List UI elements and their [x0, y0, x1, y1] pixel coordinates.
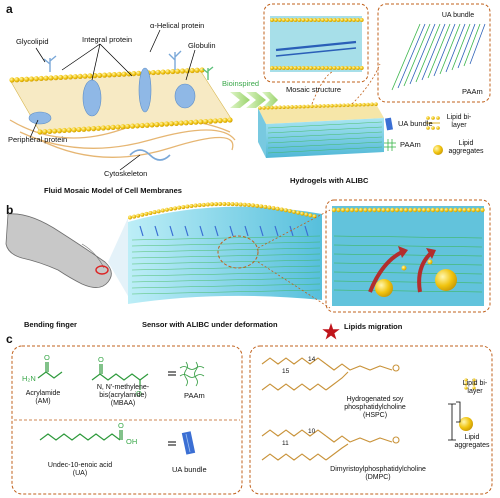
- hspc-line1: Hydrogenated soy: [346, 396, 404, 403]
- legend-ua-bundle: UA bundle: [398, 119, 433, 128]
- chem-mbaa-o2: O: [136, 389, 142, 398]
- lipids-migration-title: Lipids migration: [344, 322, 403, 331]
- label-acrylamide: Acrylamide(AM): [18, 390, 68, 406]
- label-cytoskeleton: Cytoskeleton: [104, 169, 148, 178]
- lipid-legend-icons: [448, 378, 476, 441]
- acrylamide-name: Acrylamide: [25, 390, 61, 397]
- label-mosaic-structure: Mosaic structure: [286, 85, 342, 94]
- label-lipid-aggregates-c: Lipid aggregates: [454, 434, 490, 449]
- lipid-migration-image: [331, 206, 485, 306]
- lipid-structures: [261, 357, 400, 461]
- sensor-title: Sensor with ALIBC under deformation: [142, 320, 278, 329]
- mosaic-structure-image: [270, 16, 364, 72]
- label-ua: Undec-10-enoic acid(UA): [30, 462, 130, 478]
- chem-ua-o: O: [118, 421, 124, 430]
- paam-icon: [179, 361, 205, 387]
- panel-a-label: a: [6, 2, 13, 16]
- ua-paam-network: [391, 23, 486, 91]
- mbaa-abbr: (MBAA): [110, 399, 136, 407]
- label-paam-c: PAAm: [184, 391, 205, 400]
- legend-lipid-bilayer: Lipid bi-layer: [446, 114, 472, 129]
- migration-zoom-box: [325, 199, 491, 313]
- label-ua-bundle-callout: UA bundle: [441, 12, 475, 19]
- ua-bundle-icon: [181, 431, 196, 455]
- label-peripheral-protein: Peripheral protein: [8, 135, 68, 144]
- label-dmpc: Dimyristoylphosphatidylcholine(DMPC): [318, 466, 438, 482]
- chem-mbaa-o: O: [98, 355, 104, 364]
- chem-am-o: O: [44, 353, 50, 362]
- bioinspired-arrow: [230, 92, 278, 108]
- membrane-illustration: [9, 29, 236, 171]
- chem-ua-oh: OH: [126, 437, 138, 446]
- membrane-title: Fluid Mosaic Model of Cell Membranes: [44, 186, 182, 195]
- sensor-deformed: [128, 202, 322, 304]
- hydrogel-block: [258, 102, 384, 158]
- sub-11: 11: [282, 440, 289, 447]
- mbaa-line2: bis(acrylamide): [99, 391, 147, 399]
- sub-10: 10: [308, 428, 316, 435]
- panel-c-label: c: [6, 332, 13, 346]
- hspc-abbr: (HSPC): [362, 411, 388, 419]
- label-mbaa: N, N′-methylene-bis(acrylamide)(MBAA): [88, 384, 158, 407]
- chem-structures: [37, 362, 149, 441]
- finger-illustration: [5, 213, 128, 296]
- hspc-line2: phosphatidylcholine: [344, 403, 406, 411]
- hydrogel-title: Hydrogels with ALIBC: [290, 176, 369, 185]
- bending-finger-title: Bending finger: [24, 320, 77, 329]
- legend-paam: PAAm: [400, 140, 421, 149]
- dmpc-name: Dimyristoylphosphatidylcholine: [330, 466, 426, 473]
- sub-14: 14: [308, 356, 316, 363]
- label-paam-callout: PAAm: [462, 87, 483, 96]
- label-integral-protein: Integral protein: [82, 35, 133, 44]
- ua-paam-zoom-box: [377, 3, 491, 103]
- label-globulin: Globulin: [188, 41, 216, 50]
- mbaa-line1: N, N′-methylene-: [96, 384, 150, 391]
- legend-lipid-aggregates: Lipid aggregates: [448, 140, 484, 155]
- star-icon: [322, 323, 340, 340]
- label-glycolipid: Glycolipid: [16, 37, 49, 46]
- am-abbr: (AM): [35, 397, 51, 405]
- sub-15: 15: [282, 368, 290, 375]
- dmpc-abbr: (DMPC): [365, 473, 391, 481]
- panel-b-label: b: [6, 203, 14, 217]
- ua-abbr: (UA): [72, 469, 88, 477]
- mosaic-zoom-box: [263, 3, 369, 83]
- ua-name: Undec-10-enoic acid: [47, 462, 113, 469]
- chem-h2n: H₂N: [22, 374, 36, 383]
- monomer-box: [11, 345, 243, 495]
- lipid-box: [249, 345, 493, 495]
- label-ua-bundle-c: UA bundle: [172, 465, 207, 474]
- label-lipid-bilayer-c: Lipid bi-layer: [462, 380, 488, 395]
- legend-icons: [384, 116, 443, 155]
- label-bioinspired: Bioinspired: [222, 79, 260, 88]
- label-alpha-helical: α-Helical protein: [150, 21, 205, 30]
